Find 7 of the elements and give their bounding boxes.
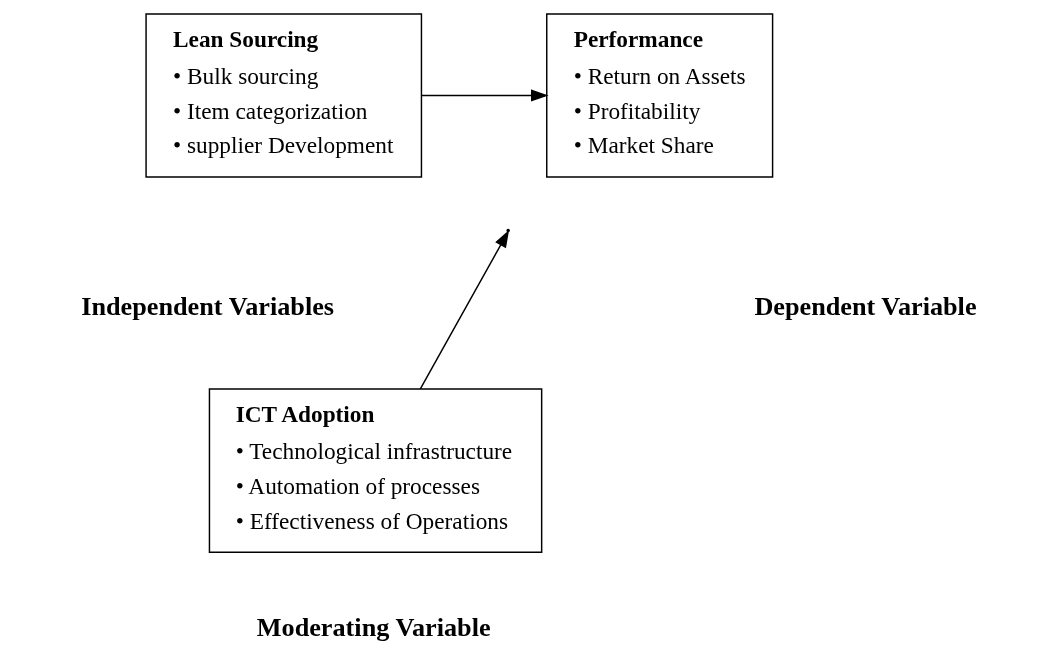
node-box: ICT Adoption • Technological infrastructure • Automation of processes • Effectiveness of Operations bbox=[208, 388, 543, 553]
node-box: Performance • Return on Assets • Profitability • Market Share bbox=[546, 13, 774, 178]
label: Dependent Variable bbox=[754, 292, 977, 322]
label: Independent Variables bbox=[81, 292, 335, 322]
label: Moderating Variable bbox=[256, 612, 491, 642]
node-box: Lean Sourcing • Bulk sourcing • Item categorization • supplier Development bbox=[145, 13, 423, 178]
arrow bbox=[421, 89, 549, 102]
